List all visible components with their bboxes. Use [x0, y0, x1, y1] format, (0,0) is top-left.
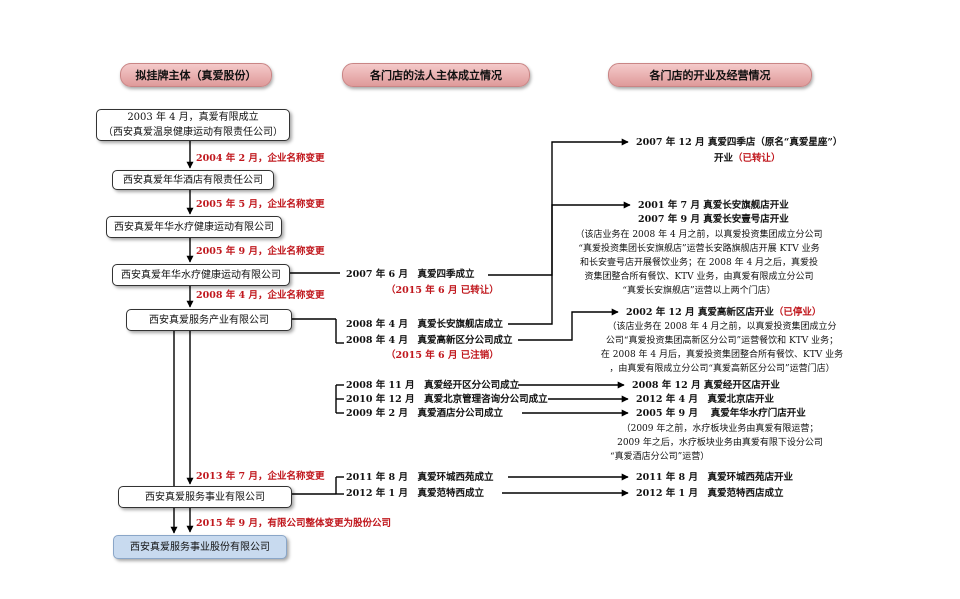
ops-2011-8: 2011 年 8 月 真爱环城西苑店开业: [636, 472, 793, 483]
legal-2008-4-gaoxin-note: （2015 年 6 月 已注销）: [386, 350, 499, 361]
ops-gaoxin-note-1: （该店业务在 2008 年 4 月之前，以真爱投资集团成立分: [607, 322, 837, 332]
name-change-2015-9: 2015 年 9 月，有限公司整体变更为股份公司: [196, 518, 391, 529]
ops-2007-12-line2: 开业（已转让）: [714, 152, 781, 165]
ops-2007-12-line1: 2007 年 12 月 真爱四季店（原名“真爱星座”）: [636, 137, 843, 148]
ops-changan-note-5: “真爱长安旗舰店”运营以上两个门店）: [622, 286, 776, 296]
header-legal: 各门店的法人主体成立情况: [342, 63, 530, 87]
header-entity: 拟挂牌主体（真爱股份）: [120, 63, 272, 87]
name-change-2013-7: 2013 年 7 月，企业名称变更: [196, 471, 325, 482]
legal-2008-4-gaoxin: 2008 年 4 月 真爱高新区分公司成立: [346, 335, 513, 346]
ops-2002-12: 2002 年 12 月 真爱高新区店开业（已停业）: [626, 306, 821, 319]
entity-box-2003: 2003 年 4 月，真爱有限成立 （西安真爱温泉健康运动有限责任公司）: [96, 109, 290, 141]
entity-box-service-industry: 西安真爱服务产业有限公司: [126, 309, 292, 331]
ops-2008-12: 2008 年 12 月 真爱经开区店开业: [632, 380, 780, 391]
legal-2012-1: 2012 年 1 月 真爱范特西成立: [346, 488, 484, 499]
entity-box-final-joint-stock: 西安真爱服务事业股份有限公司: [113, 535, 287, 559]
ops-gaoxin-note: （该店业务在 2008 年 4 月之前，以真爱投资集团成立分 公司“真爱投资集团…: [588, 320, 856, 376]
entity-box-service-business: 西安真爱服务事业有限公司: [118, 486, 292, 508]
entity-box-spa-2005-9: 西安真爱年华水疗健康运动有限公司: [112, 264, 290, 286]
ops-spa-note: （2009 年之前，水疗板块业务由真爱有限运营； 2009 年之后，水疗板块业务…: [600, 422, 840, 464]
legal-2007-6: 2007 年 6 月 真爱四季成立: [346, 269, 475, 280]
legal-2009-2: 2009 年 2 月 真爱酒店分公司成立: [346, 408, 503, 419]
ops-changan-note-2: “真爱投资集团长安旗舰店”运营长安路旗舰店开展 KTV 业务: [578, 244, 820, 254]
ops-changan-note-1: （该店业务在 2008 年 4 月之前，以真爱投资集团成立分公司: [575, 230, 823, 240]
ops-2005-9: 2005 年 9 月 真爱年华水疗门店开业: [636, 408, 806, 419]
name-change-2005-5: 2005 年 5 月，企业名称变更: [196, 199, 325, 210]
ops-gaoxin-note-2: 公司“真爱投资集团高新区分公司”运营餐饮和 KTV 业务；: [605, 336, 839, 346]
entity-2003-line1: 2003 年 4 月，真爱有限成立: [127, 112, 259, 123]
ops-2007-12-transferred: （已转让）: [733, 153, 781, 164]
legal-2008-11: 2008 年 11 月 真爱经开区分公司成立: [346, 380, 520, 391]
ops-2001-7: 2001 年 7 月 真爱长安旗舰店开业: [638, 200, 789, 211]
entity-2003-line2: （西安真爱温泉健康运动有限责任公司）: [103, 127, 283, 138]
name-change-2004-2: 2004 年 2 月，企业名称变更: [196, 153, 325, 164]
ops-spa-note-1: （2009 年之前，水疗板块业务由真爱有限运营；: [621, 424, 819, 434]
ops-2002-12-open: 2002 年 12 月 真爱高新区店开业: [626, 307, 774, 318]
ops-2012-4: 2012 年 4 月 真爱北京店开业: [636, 394, 774, 405]
entity-box-spa-2005-5: 西安真爱年华水疗健康运动有限公司: [106, 216, 282, 238]
ops-2002-12-closed: （已停业）: [773, 307, 822, 318]
ops-changan-note-3: 和长安壹号店开展餐饮业务；在 2008 年 4 月之后，真爱投: [579, 258, 819, 268]
legal-2007-6-note: （2015 年 6 月 已转让）: [386, 285, 499, 296]
legal-2010-12: 2010 年 12 月 真爱北京管理咨询分公司成立: [346, 394, 548, 405]
ops-spa-note-3: “真爱酒店分公司”运营）: [610, 452, 710, 462]
ops-2012-1: 2012 年 1 月 真爱范特西店成立: [636, 488, 784, 499]
ops-changan-note-4: 资集团整合所有餐饮、KTV 业务，由真爱有限成立分公司: [584, 272, 814, 282]
header-ops: 各门店的开业及经营情况: [608, 63, 812, 87]
ops-spa-note-2: 2009 年之后，水疗板块业务由真爱有限下设分公司: [617, 438, 823, 448]
legal-2011-8: 2011 年 8 月 真爱环城西苑成立: [346, 472, 494, 483]
ops-gaoxin-note-3: 在 2008 年 4 月后，真爱投资集团整合所有餐饮、KTV 业务: [600, 350, 844, 360]
legal-2008-4-changan: 2008 年 4 月 真爱长安旗舰店成立: [346, 319, 503, 330]
name-change-2008-4: 2008 年 4 月，企业名称变更: [196, 290, 325, 301]
name-change-2005-9: 2005 年 9 月，企业名称变更: [196, 246, 325, 257]
ops-changan-note: （该店业务在 2008 年 4 月之前，以真爱投资集团成立分公司 “真爱投资集团…: [565, 228, 833, 298]
ops-2007-12-open: 开业: [714, 153, 734, 164]
ops-2007-9: 2007 年 9 月 真爱长安壹号店开业: [638, 214, 789, 225]
ops-gaoxin-note-4: ，由真爱有限成立分公司“真爱高新区分公司”运营门店）: [609, 364, 835, 374]
entity-box-hotel: 西安真爱年华酒店有限责任公司: [112, 170, 274, 190]
